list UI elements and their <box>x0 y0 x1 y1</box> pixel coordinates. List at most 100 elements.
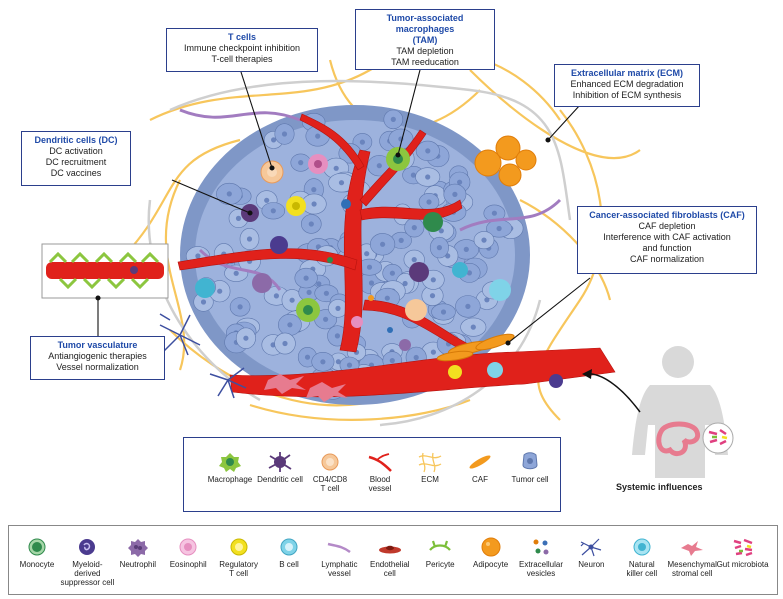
legend-label: Endothelial <box>370 560 410 569</box>
tumor-cell-nucleus <box>436 245 442 251</box>
tumor-cell-nucleus <box>380 241 386 247</box>
vasculature-inset <box>41 243 169 299</box>
neutrophil-icon <box>108 536 168 558</box>
legend-item-b-cell: B cell <box>259 534 319 569</box>
lymphatic-vessel-icon <box>309 536 369 558</box>
legend-item-gut-microbiota: Gut microbiota <box>713 534 773 569</box>
tumor-cell-nucleus <box>491 210 497 216</box>
tumor-cell-nucleus <box>316 281 322 287</box>
tumor-cell-nucleus <box>465 303 471 309</box>
natural-killer-cell-icon <box>612 536 672 558</box>
endothelial-cell-icon <box>360 536 420 558</box>
callout-line: CAF depletion <box>638 221 696 231</box>
callout-title: Tumor vasculature <box>57 340 138 350</box>
tumor-cell-nucleus <box>470 324 476 330</box>
tumor-cell-nucleus <box>366 264 373 270</box>
tumor-cell-nucleus <box>334 333 340 339</box>
legend-label: vessel <box>328 569 351 578</box>
tumor-cell-nucleus <box>237 304 243 310</box>
callout-tumor-vasculature: Tumor vasculature Antiangiogenic therapi… <box>30 336 165 380</box>
tumor-cell-nucleus <box>481 237 487 243</box>
callout-line: TAM reeducation <box>391 57 459 67</box>
monocyte-icon <box>7 536 67 558</box>
tumor-cell-nucleus <box>315 133 321 139</box>
legend-item-tumor-cell: Tumor cell <box>500 449 560 484</box>
callout-line: Enhanced ECM degradation <box>570 79 684 89</box>
tumor-cell-nucleus <box>304 354 311 360</box>
extracellular-vesicles-icon <box>511 536 571 558</box>
tumor-cell-nucleus <box>338 180 345 186</box>
callout-title: Tumor-associated macrophages <box>386 13 464 34</box>
tumor-cell-nucleus <box>389 270 395 276</box>
legend-label: Natural <box>628 560 655 569</box>
tumor-cell-icon <box>500 451 560 473</box>
tumor-cell-nucleus <box>496 225 502 232</box>
legend-item-macrophage: Macrophage <box>200 449 260 484</box>
neurons <box>159 313 247 399</box>
tumor-cell-nucleus <box>364 251 370 257</box>
callout-title: Cancer-associated fibroblasts (CAF) <box>589 210 745 220</box>
legend-label: Monocyte <box>19 560 55 569</box>
legend-label: Macrophage <box>207 475 253 484</box>
callout-line: Vessel normalization <box>56 362 139 372</box>
tumor-cell-nucleus <box>438 228 444 234</box>
immune-cells <box>195 147 563 388</box>
legend-label: cell <box>383 569 396 578</box>
tumor-cell-nucleus <box>311 201 317 207</box>
callout-title: Dendritic cells (DC) <box>34 135 118 145</box>
legend-item-dendritic-cell: Dendritic cell <box>250 449 310 484</box>
tumor-cell-nucleus <box>271 137 277 143</box>
callout-line: DC recruitment <box>45 157 107 167</box>
tumor-cell-nucleus <box>281 131 288 137</box>
tumor-cell-nucleus <box>287 322 293 328</box>
tumor-cell-nucleus <box>226 191 232 197</box>
mdsc-icon <box>57 536 117 558</box>
legend-label: vesicles <box>526 569 556 578</box>
tumor-cell-nucleus <box>273 293 279 299</box>
callout-title: T cells <box>227 32 256 42</box>
pericyte-icon <box>410 536 470 558</box>
legend-item-monocyte: Monocyte <box>7 534 67 569</box>
legend-label: derived <box>74 569 101 578</box>
legend-label: Neutrophil <box>119 560 157 569</box>
tumor-cell-nucleus <box>440 309 447 315</box>
legend-label: Blood <box>369 475 391 484</box>
legend-label: T cell <box>320 484 340 493</box>
b-cell-icon <box>259 536 319 558</box>
legend-label: B cell <box>279 560 299 569</box>
gut-microbiota-icon <box>713 536 773 558</box>
human-figure <box>632 346 734 478</box>
tumor-cell-nucleus <box>217 288 223 294</box>
adipocytes <box>474 135 537 187</box>
legend-item-caf: CAF <box>450 449 510 484</box>
legend-item-adipocyte: Adipocyte <box>461 534 521 569</box>
tumor-cell-nucleus <box>270 208 276 214</box>
caf-icon <box>450 451 510 473</box>
tumor-cell-nucleus <box>359 139 365 145</box>
tumor-cell-nucleus <box>410 172 416 178</box>
tumor-cell-nucleus <box>323 290 329 296</box>
tumor-cell-nucleus <box>425 148 431 154</box>
tumor-cell-nucleus <box>452 191 458 197</box>
tumor-cell-nucleus <box>264 197 270 203</box>
legend-item-neuron: Neuron <box>561 534 621 569</box>
callout-line: TAM depletion <box>396 46 454 56</box>
tumor-cell-nucleus <box>411 225 417 231</box>
legend-label: T cell <box>229 569 249 578</box>
legend-label: Neuron <box>578 560 605 569</box>
legend-label: ECM <box>421 475 439 484</box>
legend-item-neutrophil: Neutrophil <box>108 534 168 569</box>
tumor-cell-nucleus <box>376 163 382 169</box>
adipocyte-icon <box>461 536 521 558</box>
tumor-cell-nucleus <box>243 335 249 341</box>
callout-line: DC vaccines <box>50 168 102 178</box>
macrophage-icon <box>200 451 260 473</box>
tumor-cell-nucleus <box>463 246 469 252</box>
